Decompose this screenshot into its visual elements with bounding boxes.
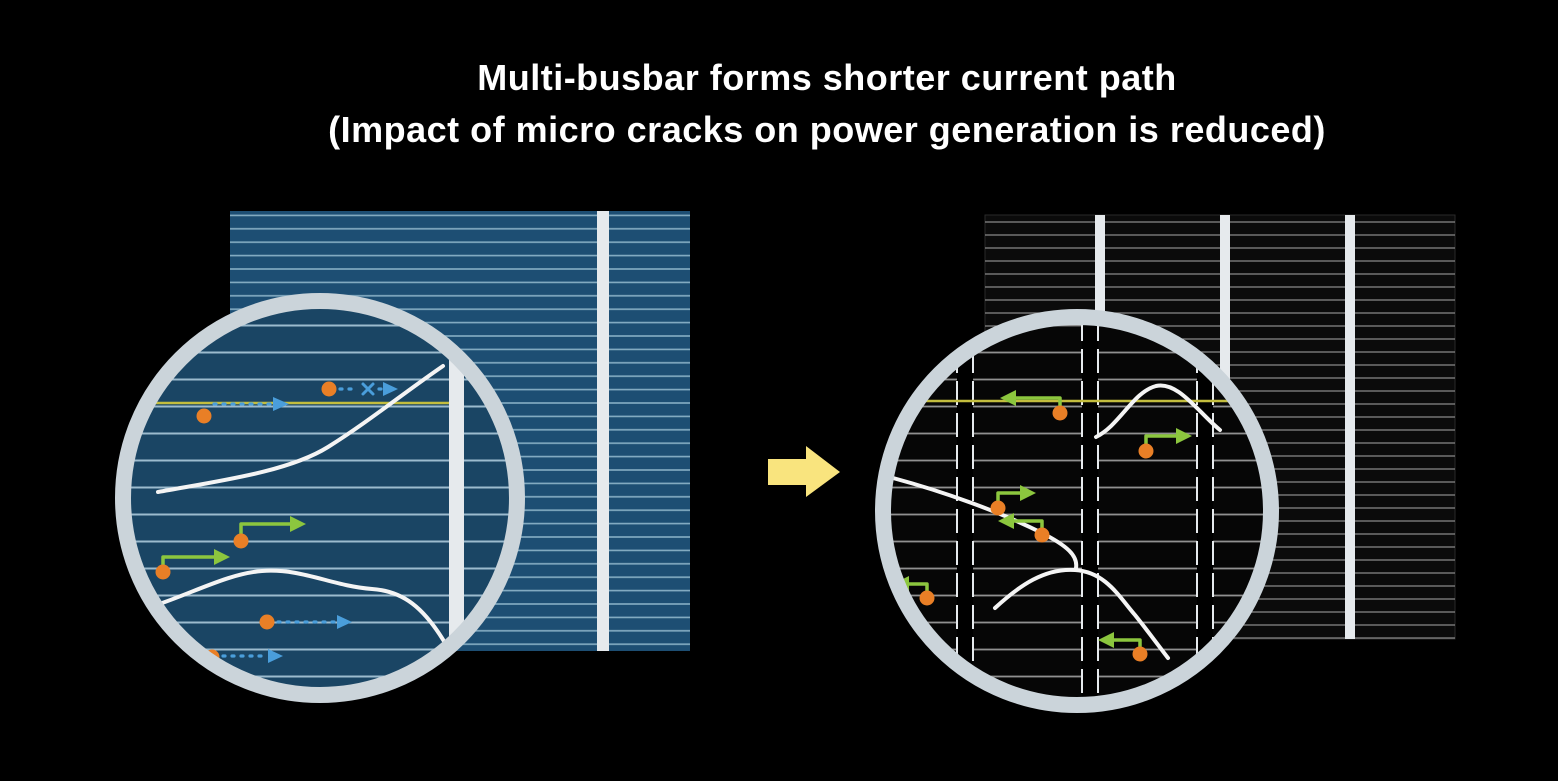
- micro-crack-line: [891, 476, 1079, 570]
- right-magnifier: [875, 309, 1279, 713]
- left-magnifier-content: [123, 301, 517, 695]
- left-magnifier: [115, 293, 525, 703]
- left-cell-busbar: [597, 211, 609, 651]
- electron-dot: [990, 500, 1006, 516]
- transition-arrow-icon: [768, 446, 840, 497]
- left-zoom-busbar: [449, 301, 464, 695]
- electron-dot: [919, 590, 935, 606]
- electron-dot: [1132, 646, 1148, 662]
- electron-dot: [1034, 527, 1050, 543]
- electron-dot: [259, 614, 275, 630]
- right-magnifier-ring: [875, 309, 1279, 713]
- left-magnifier-ring: [115, 293, 525, 703]
- diagram-title: Multi-busbar forms shorter current path …: [328, 52, 1326, 156]
- electron-dot: [233, 533, 249, 549]
- long-current-path-arrow: [276, 615, 352, 629]
- electron-dot: [155, 564, 171, 580]
- electron-dot: [196, 408, 212, 424]
- right-cell-busbar-3: [1345, 215, 1355, 639]
- long-current-path-arrow: [212, 397, 289, 411]
- micro-crack-line: [1094, 383, 1222, 439]
- electron-dot: [321, 381, 337, 397]
- right-zoom-busbar-2: [1081, 317, 1099, 705]
- title-line-1: Multi-busbar forms shorter current path: [477, 57, 1177, 98]
- micro-crack-line: [156, 364, 445, 494]
- title-line-2: (Impact of micro cracks on power generat…: [328, 109, 1326, 151]
- right-magnifier-content: [883, 317, 1271, 705]
- right-zoom-busbar-1: [956, 317, 974, 705]
- electron-dot: [1138, 443, 1154, 459]
- micro-crack-line: [993, 567, 1170, 660]
- long-current-path-arrow: [221, 649, 283, 663]
- electron-dot: [1052, 405, 1068, 421]
- long-current-path-arrow-blocked: [338, 382, 398, 396]
- x-mark-icon: [361, 382, 375, 396]
- micro-crack-line: [124, 568, 450, 650]
